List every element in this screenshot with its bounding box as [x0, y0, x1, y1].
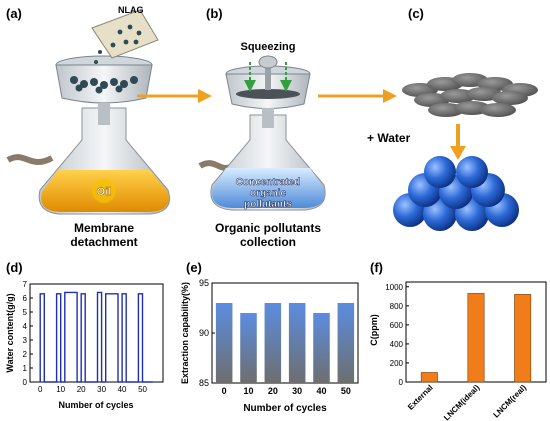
panel-a-tag: (a) — [6, 6, 22, 21]
chart-e-x-tick-label: 10 — [243, 386, 253, 396]
panel-c-tag: (c) — [408, 6, 424, 21]
chart-e-y-tick-label: 85 — [199, 378, 209, 388]
chart-d-ylabel: Water content(g/g) — [5, 293, 15, 372]
chart-d-y-tick-label: 2 — [23, 350, 28, 359]
oil-label: Oil — [97, 186, 112, 198]
chart-d-x-tick-label: 50 — [138, 385, 147, 394]
chart-f-x-tick-label: LNCM(real) — [492, 383, 529, 420]
chart-f-bar — [514, 294, 532, 383]
compressed-disks — [402, 73, 538, 117]
caption-b-line1: Organic pollutants — [215, 221, 321, 235]
chart-e-x-tick-label: 40 — [316, 386, 326, 396]
chart-e-x-tick-label: 30 — [292, 386, 302, 396]
plunger-rod — [265, 60, 271, 90]
chart-f-bar — [467, 293, 485, 383]
chart-e-bar — [337, 303, 355, 383]
chart-e-bar — [288, 303, 306, 383]
panel-e-tag: (e) — [186, 260, 202, 275]
chart-e-x-tick-label: 50 — [341, 386, 351, 396]
panel-a: (a) NLAG Oil Membrane detachment — [6, 5, 170, 249]
chart-f-y-tick-label: 0 — [399, 378, 404, 387]
chart-d-series-line — [39, 291, 153, 383]
chart-d-x-tick-label: 30 — [97, 385, 106, 394]
pollutant-liquid — [212, 168, 325, 208]
chart-d-x-tick-label: 40 — [118, 385, 127, 394]
panel-d-tag: (d) — [6, 260, 23, 275]
chart-e-y-tick-label: 95 — [199, 278, 209, 288]
water-label: + Water — [367, 131, 411, 145]
flask-b-line2: organic — [250, 188, 287, 199]
chart-d-xlabel: Number of cycles — [58, 400, 133, 410]
panel-f-tag: (f) — [370, 260, 383, 275]
swollen-spheres — [393, 156, 519, 231]
nlag-label: NLAG — [118, 5, 144, 15]
panel-b-tag: (b) — [206, 6, 223, 21]
panel-b: (b) Squeezing Concentrated organic pollu… — [198, 6, 326, 249]
chart-f-y-tick-label: 1000 — [385, 283, 403, 292]
funnel-stem-b — [262, 108, 274, 128]
nlag-particles-on-funnel — [70, 76, 138, 94]
chart-f-y-ticks: 0 200 400 600 800 1000 — [385, 283, 409, 387]
chart-f-x-tick-label: External — [406, 383, 435, 412]
chart-e-x-ticks: 0 10 20 30 40 50 — [222, 386, 351, 396]
chart-e-bar — [264, 303, 282, 383]
chart-e-frame — [211, 282, 359, 384]
flask-b-line3: pollutants — [244, 199, 292, 210]
chart-e-bar — [240, 313, 257, 383]
chart-e-ylabel: Extraction capability(%) — [180, 282, 190, 384]
beaker-particles — [94, 24, 142, 64]
squeezing-label: Squeezing — [240, 41, 295, 53]
chart-d-y-tick-label: 6 — [23, 294, 28, 303]
process-arrow-3-head — [450, 146, 466, 160]
chart-d-x-tick-label: 20 — [77, 385, 86, 394]
chart-e-xlabel: Number of cycles — [243, 403, 327, 414]
chart-e-bar — [215, 303, 233, 383]
chart-d-y-tick-label: 0 — [23, 378, 28, 387]
plunger-handle — [258, 55, 278, 69]
caption-a-line2: detachment — [70, 235, 137, 249]
chart-e-y-ticks: 85 90 95 — [199, 278, 215, 388]
chart-f-y-tick-label: 600 — [390, 321, 404, 330]
chart-d-y-ticks: 0 1 2 3 4 5 6 7 — [23, 280, 33, 387]
chart-f-x-tick-label: LNCM(ideal) — [442, 383, 482, 421]
caption-a-line1: Membrane — [74, 221, 134, 235]
chart-f-bar — [420, 372, 438, 383]
chart-e-x-tick-label: 20 — [268, 386, 278, 396]
chart-f-ylabel: C(ppm) — [369, 314, 379, 346]
chart-e-y-tick-label: 90 — [199, 328, 209, 338]
chart-d-y-tick-label: 3 — [23, 336, 28, 345]
chart-d-x-tick-label: 0 — [38, 385, 43, 394]
caption-b-line2: collection — [240, 235, 296, 249]
chart-e-bar — [313, 313, 330, 383]
chart-d-y-tick-label: 5 — [23, 308, 28, 317]
compressed-membrane — [236, 89, 300, 99]
chart-d-y-tick-label: 7 — [23, 280, 28, 289]
panel-d: (d) 0 1 2 3 4 5 6 7 0 10 20 30 40 50 Number of cycle… — [5, 260, 164, 410]
process-arrow-2-head — [383, 89, 397, 103]
hose-a — [6, 154, 54, 165]
chart-e-bars — [215, 303, 355, 383]
chart-e-x-tick-label: 0 — [222, 386, 227, 396]
chart-f-y-tick-label: 800 — [390, 302, 404, 311]
oil-glow — [92, 179, 116, 203]
panel-c: (c) + Water — [367, 6, 538, 231]
chart-d-y-tick-label: 1 — [23, 364, 28, 373]
funnel-stem-a — [98, 103, 110, 125]
chart-d-x-tick-label: 10 — [56, 385, 65, 394]
chart-d-x-ticks: 0 10 20 30 40 50 — [38, 379, 148, 394]
chart-f-y-tick-label: 200 — [390, 359, 404, 368]
chart-f-y-tick-label: 400 — [390, 340, 404, 349]
process-arrow-1-head — [198, 89, 212, 103]
chart-f-bars — [420, 293, 532, 383]
chart-d-y-tick-label: 4 — [23, 322, 28, 331]
pouring-beaker — [91, 9, 159, 59]
flask-b-line1: Concentrated — [236, 177, 300, 188]
